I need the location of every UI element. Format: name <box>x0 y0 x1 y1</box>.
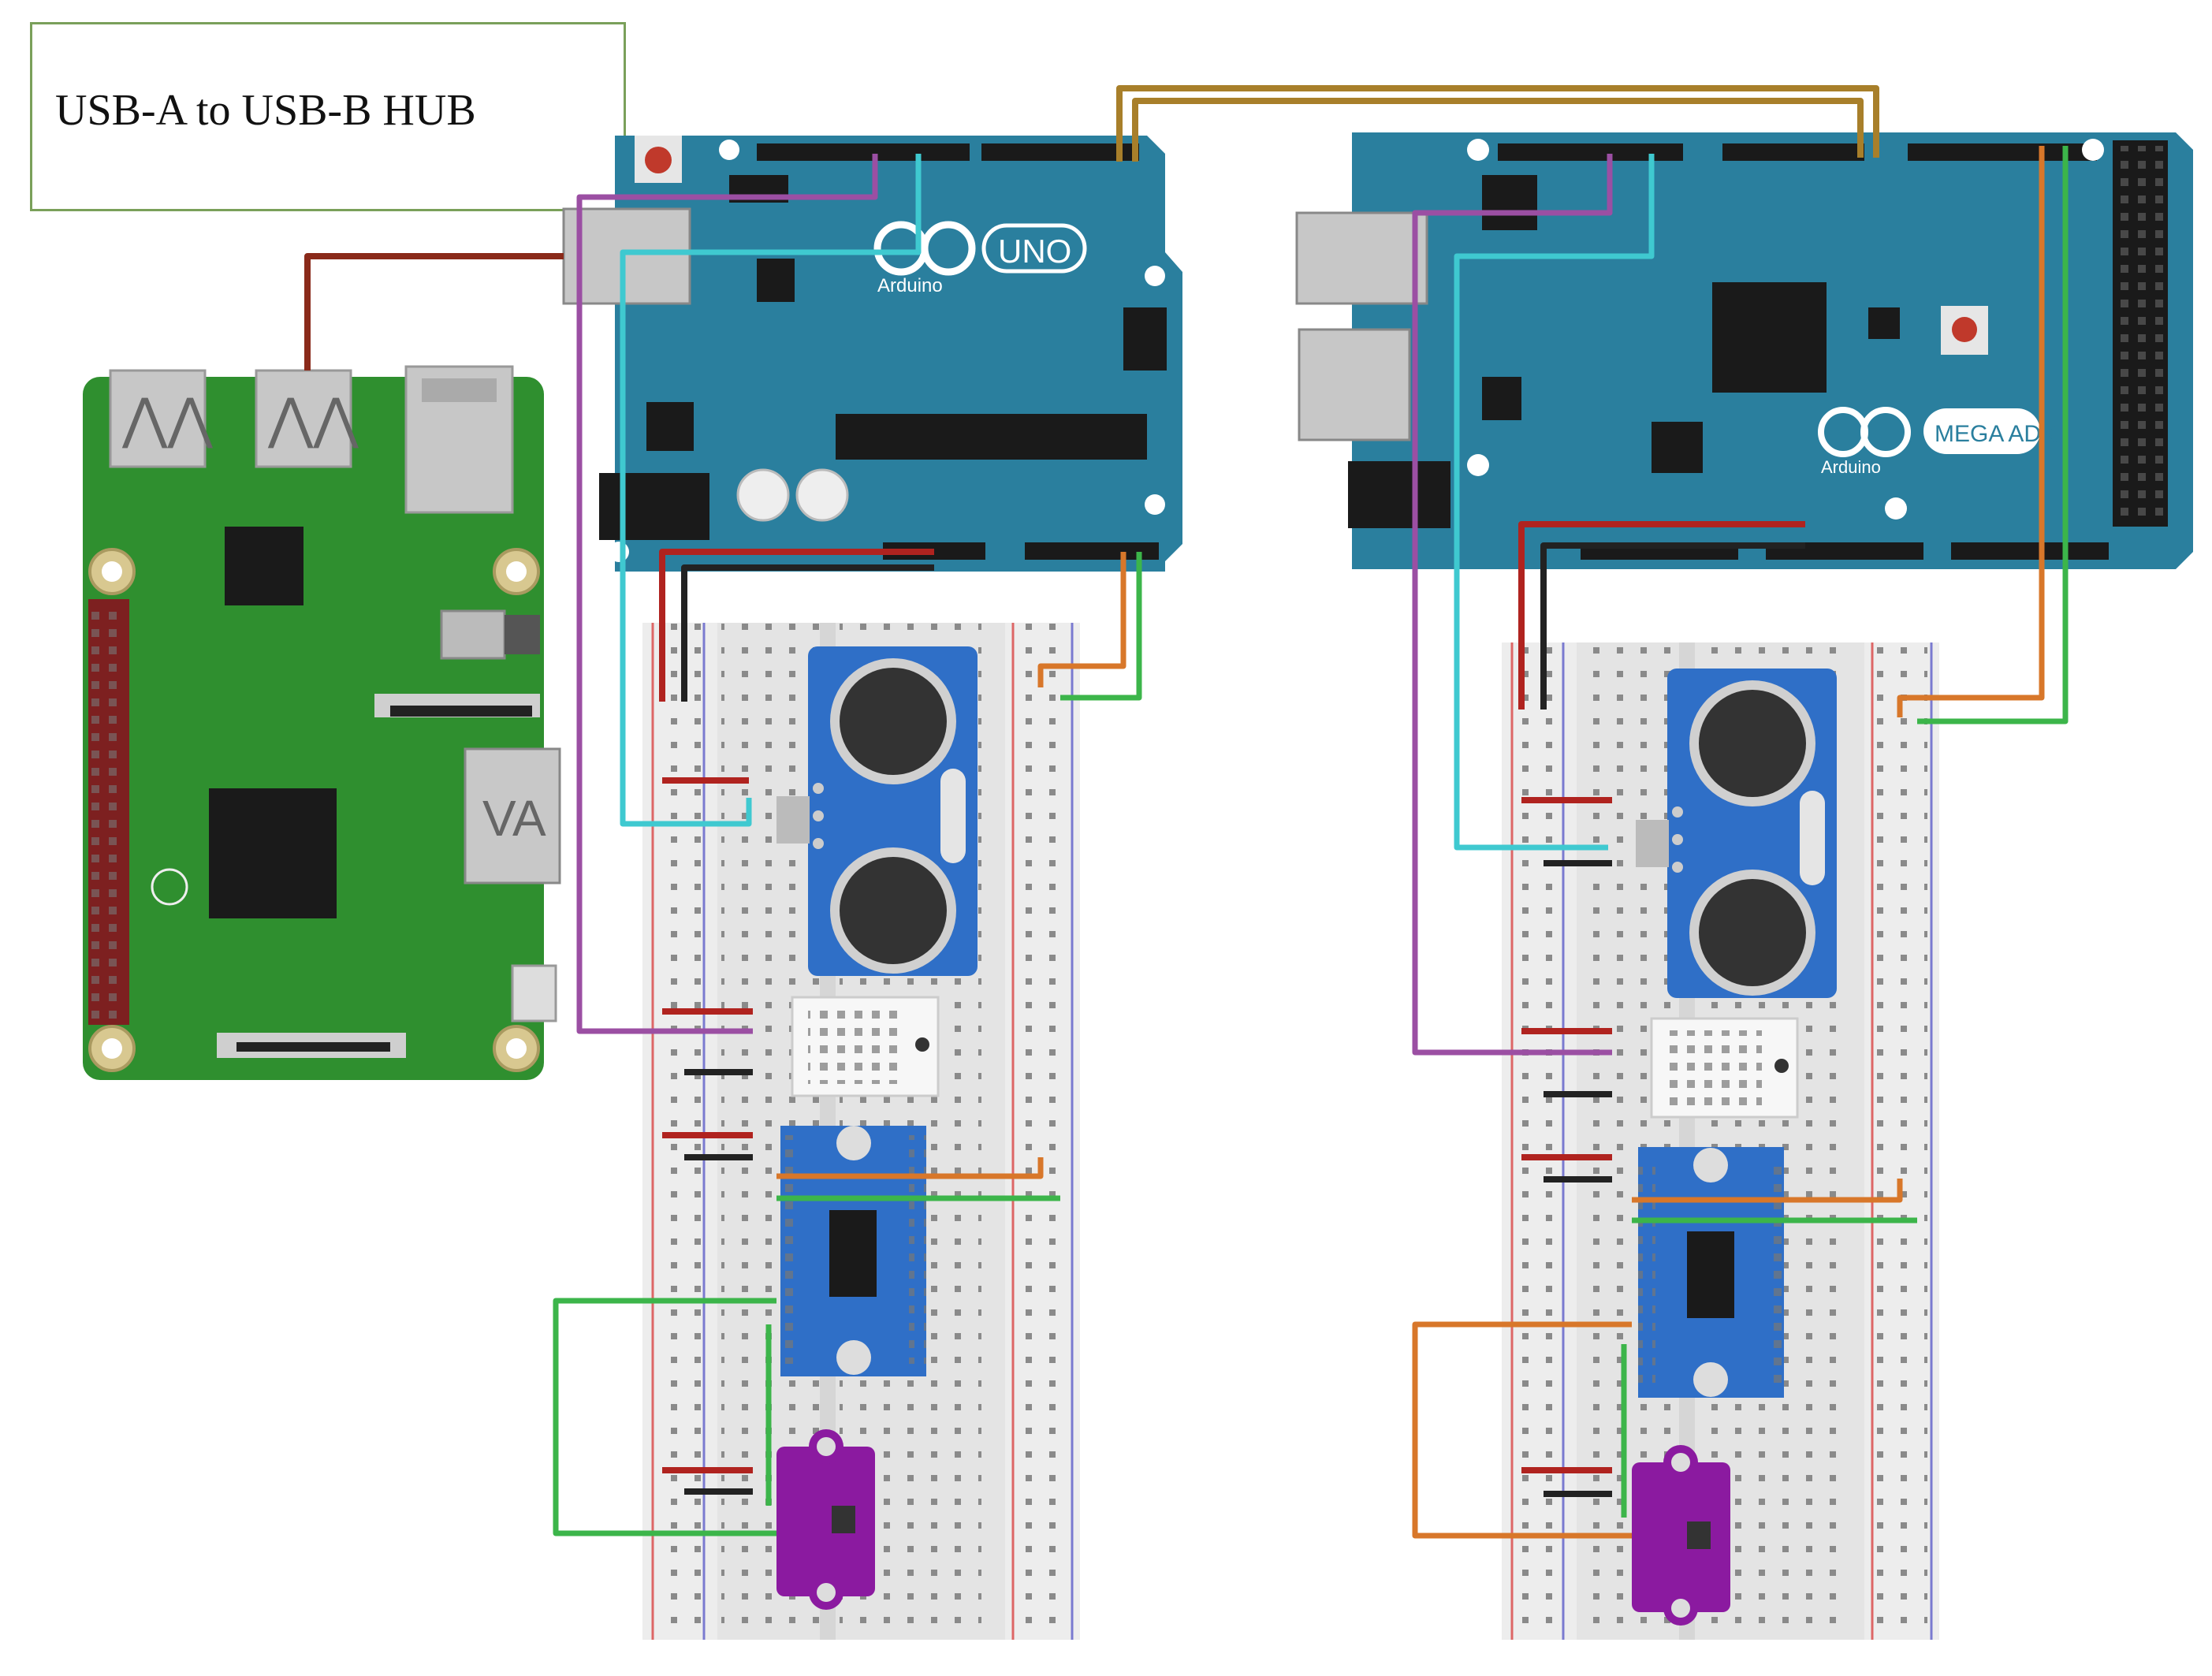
wire-mega-power <box>1518 521 1805 710</box>
wire-uno-scl <box>1037 552 1126 687</box>
wire-mega-scl <box>1897 146 2045 717</box>
temperature-humidity-sensor-left <box>791 996 940 1097</box>
sensor-breakout-right <box>1632 1445 1730 1626</box>
uno-brand: Arduino <box>877 275 943 296</box>
jumper-orange <box>1412 1321 1632 1539</box>
wire-serial-link-2 <box>1132 98 1864 162</box>
raspberry-pi-board: ⋀⋀ ⋀⋀ VA <box>83 365 561 1080</box>
mega-badge: MEGA ADK <box>1935 421 2057 447</box>
wire-mega-trigger <box>1454 154 1655 851</box>
multiplexer-module-left <box>780 1126 926 1376</box>
arduino-uno-board: UNO Arduino <box>562 136 1182 572</box>
wire-uno-power <box>659 549 934 702</box>
svg-text:VA: VA <box>482 790 546 847</box>
jumper-orange <box>776 1157 1044 1179</box>
svg-text:⋀⋀: ⋀⋀ <box>121 388 213 449</box>
ultrasonic-sensor-right <box>1636 669 1837 998</box>
jumper-orange <box>1632 1179 1903 1203</box>
jumper-green <box>553 1298 776 1536</box>
wire-uno-sda <box>1060 552 1142 701</box>
arduino-mega-board: MEGA ADK Arduino <box>1295 132 2193 569</box>
wire-uno-ground <box>681 564 934 702</box>
wire-serial-link-1 <box>1116 85 1879 162</box>
mega-brand: Arduino <box>1821 457 1881 477</box>
wire-mega-sda <box>1917 146 2069 724</box>
wire-usb-hub <box>304 253 564 371</box>
uno-badge: UNO <box>998 233 1071 270</box>
wire-mega-ground <box>1540 542 1805 710</box>
wire-mega-data <box>1412 154 1613 1056</box>
wire-uno-data <box>576 154 878 1034</box>
svg-text:⋀⋀: ⋀⋀ <box>267 388 359 449</box>
sensor-breakout-left <box>776 1429 875 1610</box>
temperature-humidity-sensor-right <box>1650 1017 1799 1119</box>
ultrasonic-sensor-left <box>776 646 978 976</box>
usb-hub-label: USB-A to USB-B HUB <box>55 86 476 135</box>
wires <box>304 85 2069 1539</box>
multiplexer-module-right <box>1638 1147 1784 1398</box>
wire-uno-trigger <box>620 154 922 827</box>
usb-hub-box <box>30 22 626 211</box>
